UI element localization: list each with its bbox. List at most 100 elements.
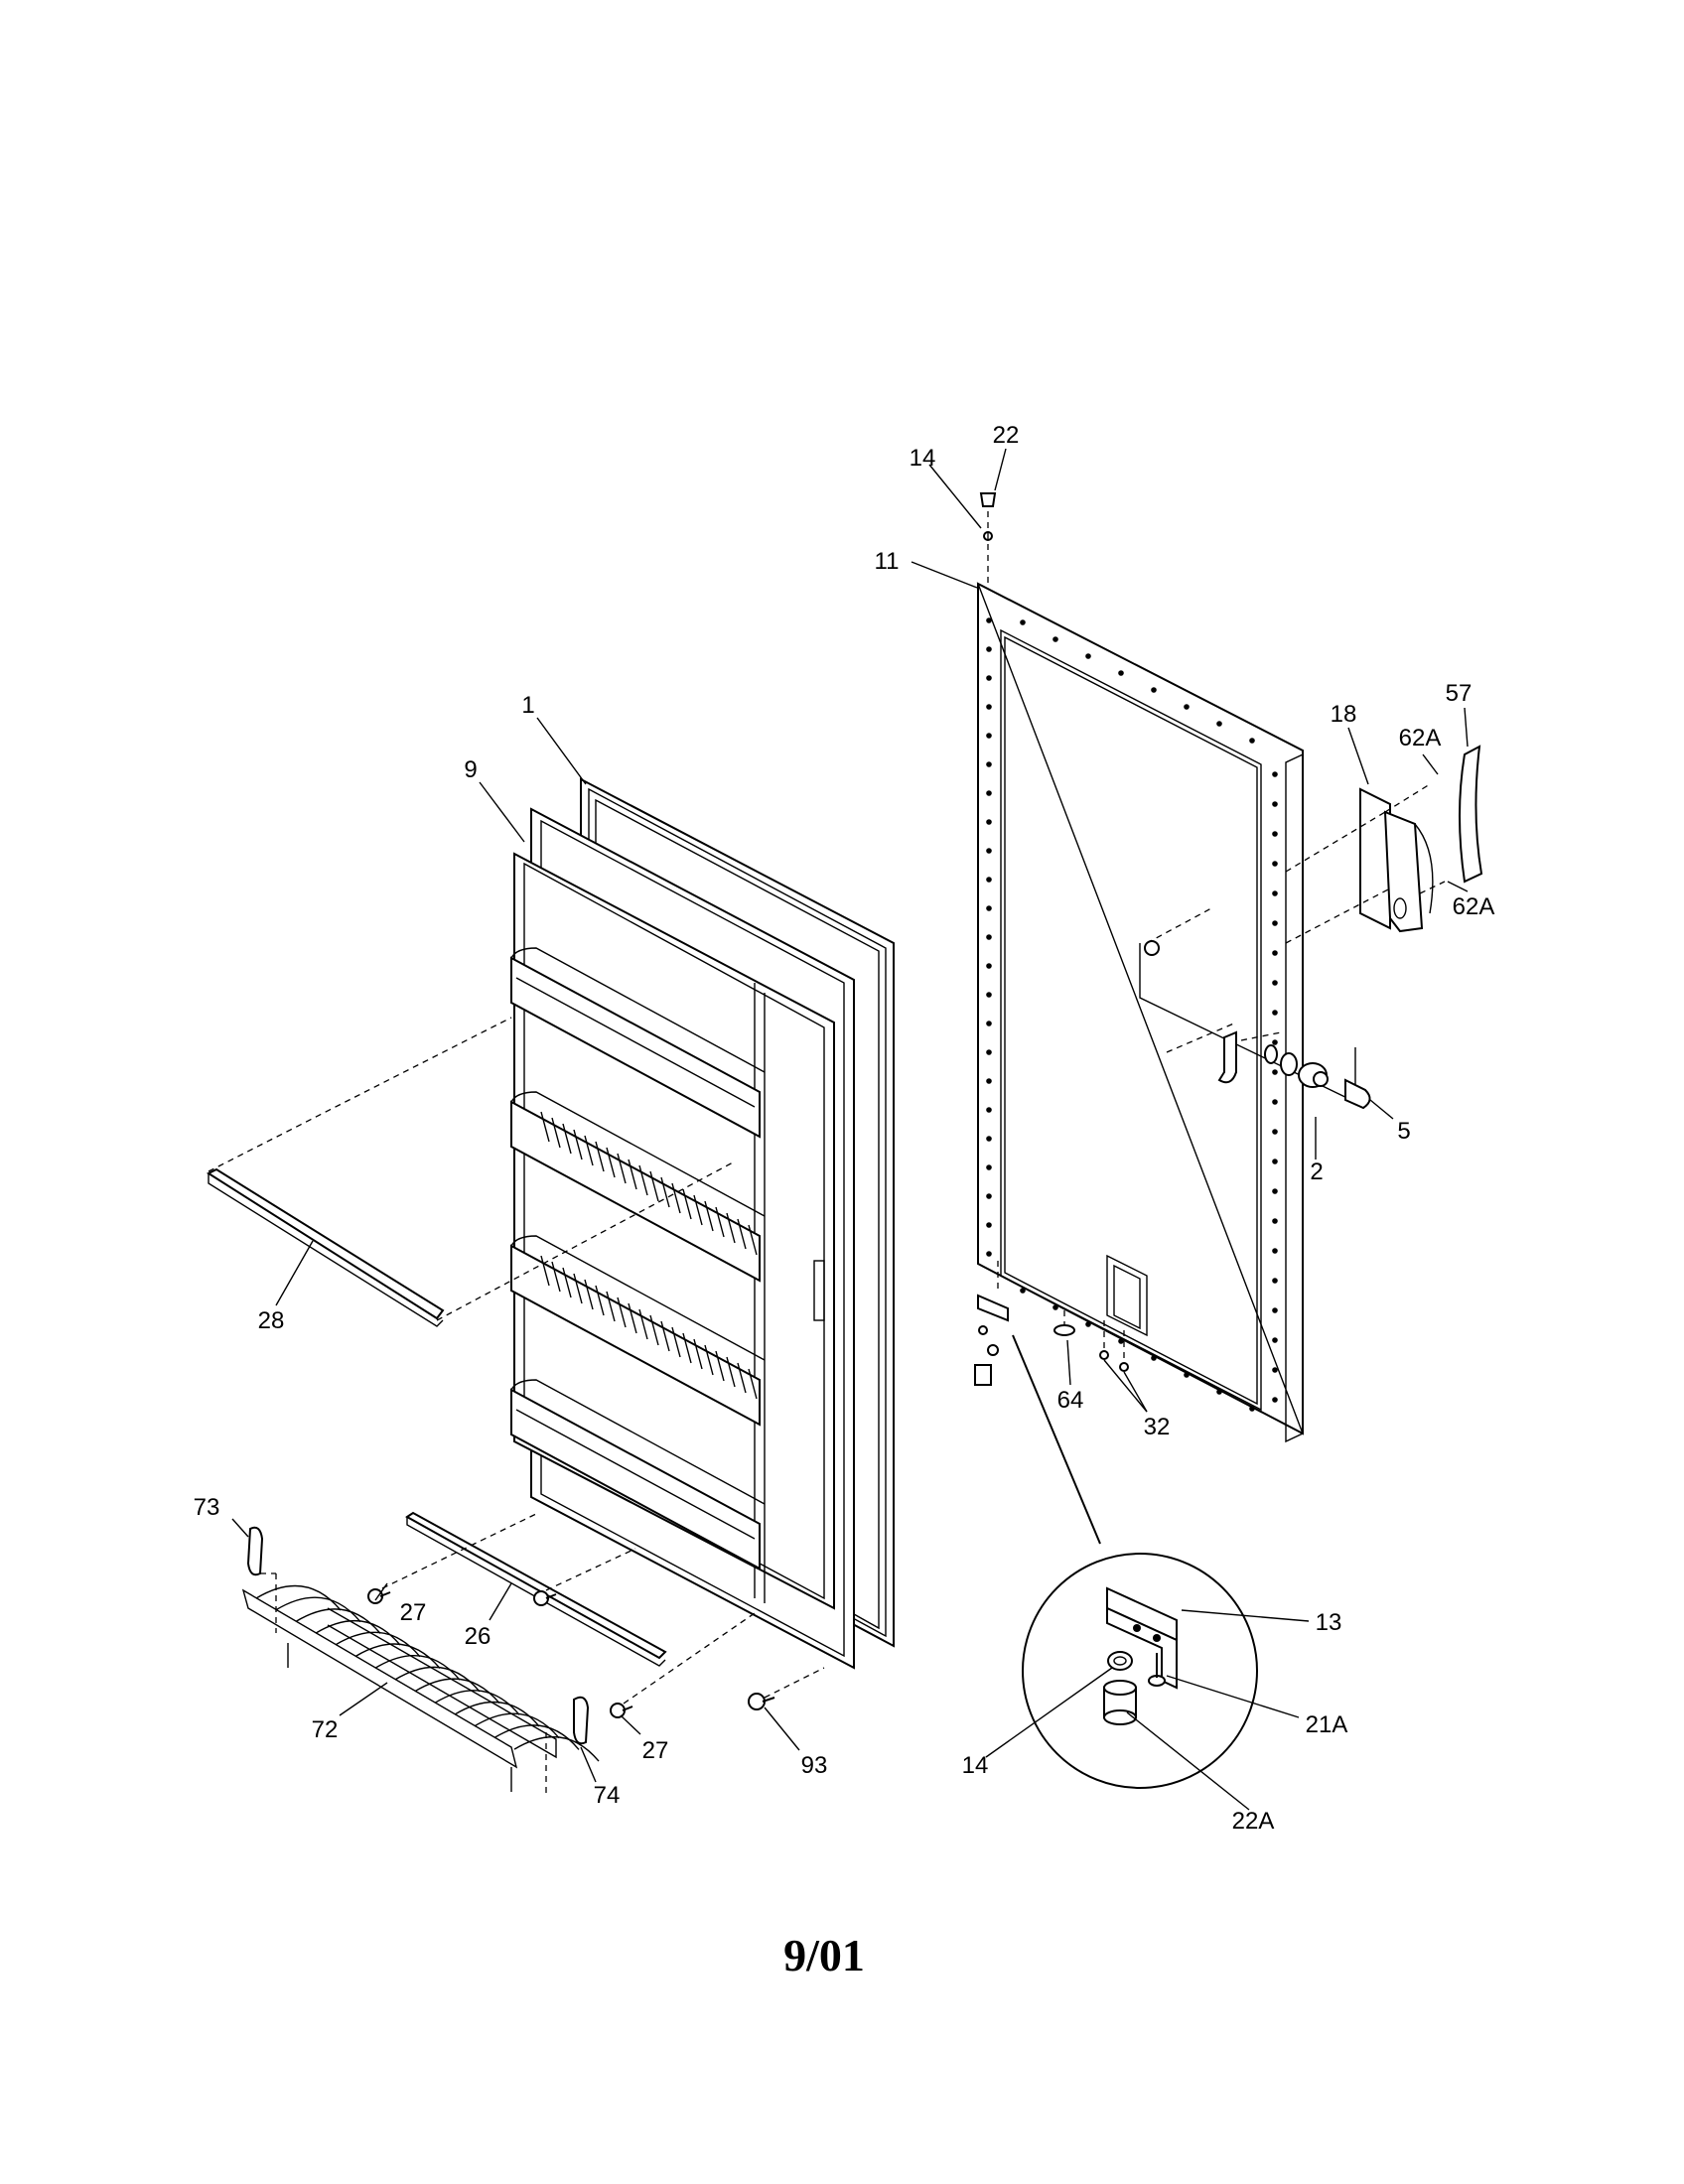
shelf-rib [671,1182,681,1214]
rivet-hole [986,1021,992,1026]
shelf-rib [628,1302,637,1334]
shelf-rib [693,1338,703,1370]
hinge-bracket [1106,1586,1178,1690]
hinge-screw [1148,1653,1166,1687]
shelf-rib [748,1224,758,1256]
leader-lines [231,448,1469,1811]
rivet-hole [1272,920,1278,926]
handle-trim [1459,745,1483,884]
rivet-hole [986,1136,992,1142]
basket-rib [374,1655,461,1681]
shelf-rib [737,1362,747,1394]
door-shelf-3 [510,1235,766,1427]
rivet-hole [986,963,992,969]
rivet-hole [1272,1307,1278,1313]
rivet-hole [986,877,992,883]
label-part-93: 93 [801,1752,828,1779]
shelf-rib [748,1368,758,1400]
shelf-rib [682,1332,692,1364]
shelf-rib [584,1135,594,1166]
shelf-rib [595,1285,605,1316]
rivet-hole [1249,738,1255,744]
label-part-14-detail: 14 [962,1752,989,1779]
label-part-26: 26 [465,1623,491,1650]
hinge-bushing [1103,1680,1137,1725]
basket-rib [275,1596,361,1623]
rivet-hole [986,1107,992,1113]
door-shelf-4 [510,1379,766,1570]
hinge-detail-callout [1012,1334,1258,1789]
rivet-hole [986,934,992,940]
rivet-hole [1184,704,1190,710]
rivet-hole [1118,670,1124,676]
basket-clip-right [573,1696,590,1745]
rivet-hole [1020,619,1026,625]
label-part-2: 2 [1310,1159,1323,1185]
shelf-rib [573,1273,583,1304]
label-part-74: 74 [594,1782,621,1809]
shelf-rib [617,1297,627,1328]
label-part-72: 72 [312,1716,339,1743]
label-part-27-left: 27 [400,1599,427,1626]
shelf-rib [606,1291,616,1322]
label-part-28: 28 [258,1307,285,1334]
shelf-rib [551,1261,561,1293]
basket-rib [315,1620,401,1646]
rivet-hole [1085,653,1091,659]
screws [367,1588,775,1718]
shelf-rail-upper [206,1167,445,1327]
rivet-hole [986,905,992,911]
rivet-hole [1272,1278,1278,1284]
rivet-hole [986,992,992,998]
basket-rib [454,1701,540,1727]
rivet-hole [1272,1218,1278,1224]
latch-assembly [1139,940,1371,1110]
shelf-rib [737,1218,747,1250]
label-part-62a-bottom: 62A [1453,893,1495,920]
date-code: 9/01 [783,1930,865,1980]
shelf-rib [573,1129,583,1160]
rivet-hole [986,848,992,854]
basket-rib [513,1736,600,1762]
door-shelf-2 [510,1091,766,1283]
label-part-13: 13 [1316,1609,1342,1636]
label-part-64: 64 [1057,1387,1084,1414]
door-liner [510,807,855,1670]
label-part-5: 5 [1397,1118,1410,1145]
rivet-hole [1272,1099,1278,1105]
outer-door-panel [976,582,1304,1443]
rivet-hole [1118,1338,1124,1344]
label-part-21a: 21A [1306,1711,1348,1738]
shelf-rib [693,1194,703,1226]
door-handle [1359,787,1434,933]
rivet-hole [1272,831,1278,837]
label-part-1: 1 [521,692,534,719]
assembly-lines [208,511,1446,1797]
shelf-rail-lower [405,1511,667,1667]
basket-rib [474,1712,560,1739]
basket-rib [335,1631,421,1658]
shelf-rib [617,1153,627,1184]
shelf-rib [540,1111,550,1143]
shelf-rib [540,1255,550,1287]
rivet-hole [1272,1188,1278,1194]
shelf-rib [704,1344,714,1376]
rivet-hole [1272,861,1278,867]
shelf-rib [551,1117,561,1149]
rivet-hole [1085,1321,1091,1327]
rivet-hole [1272,950,1278,956]
shelf-rib [562,1123,572,1155]
rivet-hole [1272,1129,1278,1135]
rivet-hole [1052,1304,1058,1310]
rivet-hole [1272,771,1278,777]
rivet-hole [1272,1159,1278,1164]
shelf-rib [715,1350,725,1382]
shelf-rib [606,1147,616,1178]
label-part-62a-top: 62A [1399,725,1442,751]
shelf-rib [628,1159,637,1190]
label-part-32: 32 [1144,1414,1171,1440]
shelf-rib [595,1141,605,1172]
label-part-14-top: 14 [910,445,936,472]
rivet-hole [1272,1039,1278,1045]
